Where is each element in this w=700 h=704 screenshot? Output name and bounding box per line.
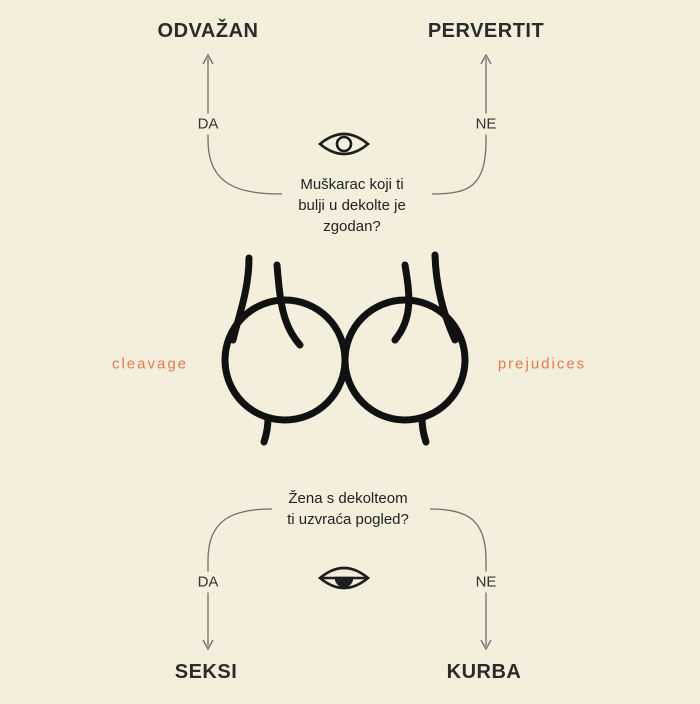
top-question-line: bulji u dekolte je: [298, 197, 406, 214]
bottom-yes-outcome: SEKSI: [174, 661, 238, 683]
left-word: cleavage: [111, 355, 189, 373]
top-no-outcome: PERVERTIT: [427, 20, 545, 42]
top-yes-connector: [207, 58, 283, 195]
top-no-label: NE: [471, 113, 501, 135]
top-yes-arrowhead: [202, 53, 214, 65]
bottom-yes-label: DA: [193, 571, 223, 593]
bottom-question-line: Žena s dekolteom: [288, 490, 408, 507]
top-question-line: zgodan?: [323, 218, 381, 235]
top-yes-label: DA: [193, 113, 223, 135]
right-word: prejudices: [497, 355, 587, 373]
bottom-no-outcome: KURBA: [446, 661, 522, 683]
bottom-yes-arrowhead: [202, 639, 214, 651]
cleavage-pictogram: [221, 251, 469, 446]
bottom-yes-connector: [207, 508, 273, 646]
bottom-no-label: NE: [471, 571, 501, 593]
top-question: Muškarac koji ti bulji u dekolte je zgod…: [298, 174, 406, 237]
bottom-question: Žena s dekolteom ti uzvraća pogled?: [287, 488, 409, 530]
bottom-no-arrowhead: [480, 639, 492, 651]
top-yes-outcome: ODVAŽAN: [157, 20, 259, 42]
top-no-connector: [431, 58, 487, 195]
open-eye-icon: [317, 132, 371, 156]
bottom-no-connector: [429, 508, 487, 646]
bottom-question-line: ti uzvraća pogled?: [287, 511, 409, 528]
half-closed-eye-icon: [317, 566, 371, 590]
top-no-arrowhead: [480, 53, 492, 65]
top-question-line: Muškarac koji ti: [300, 176, 404, 193]
